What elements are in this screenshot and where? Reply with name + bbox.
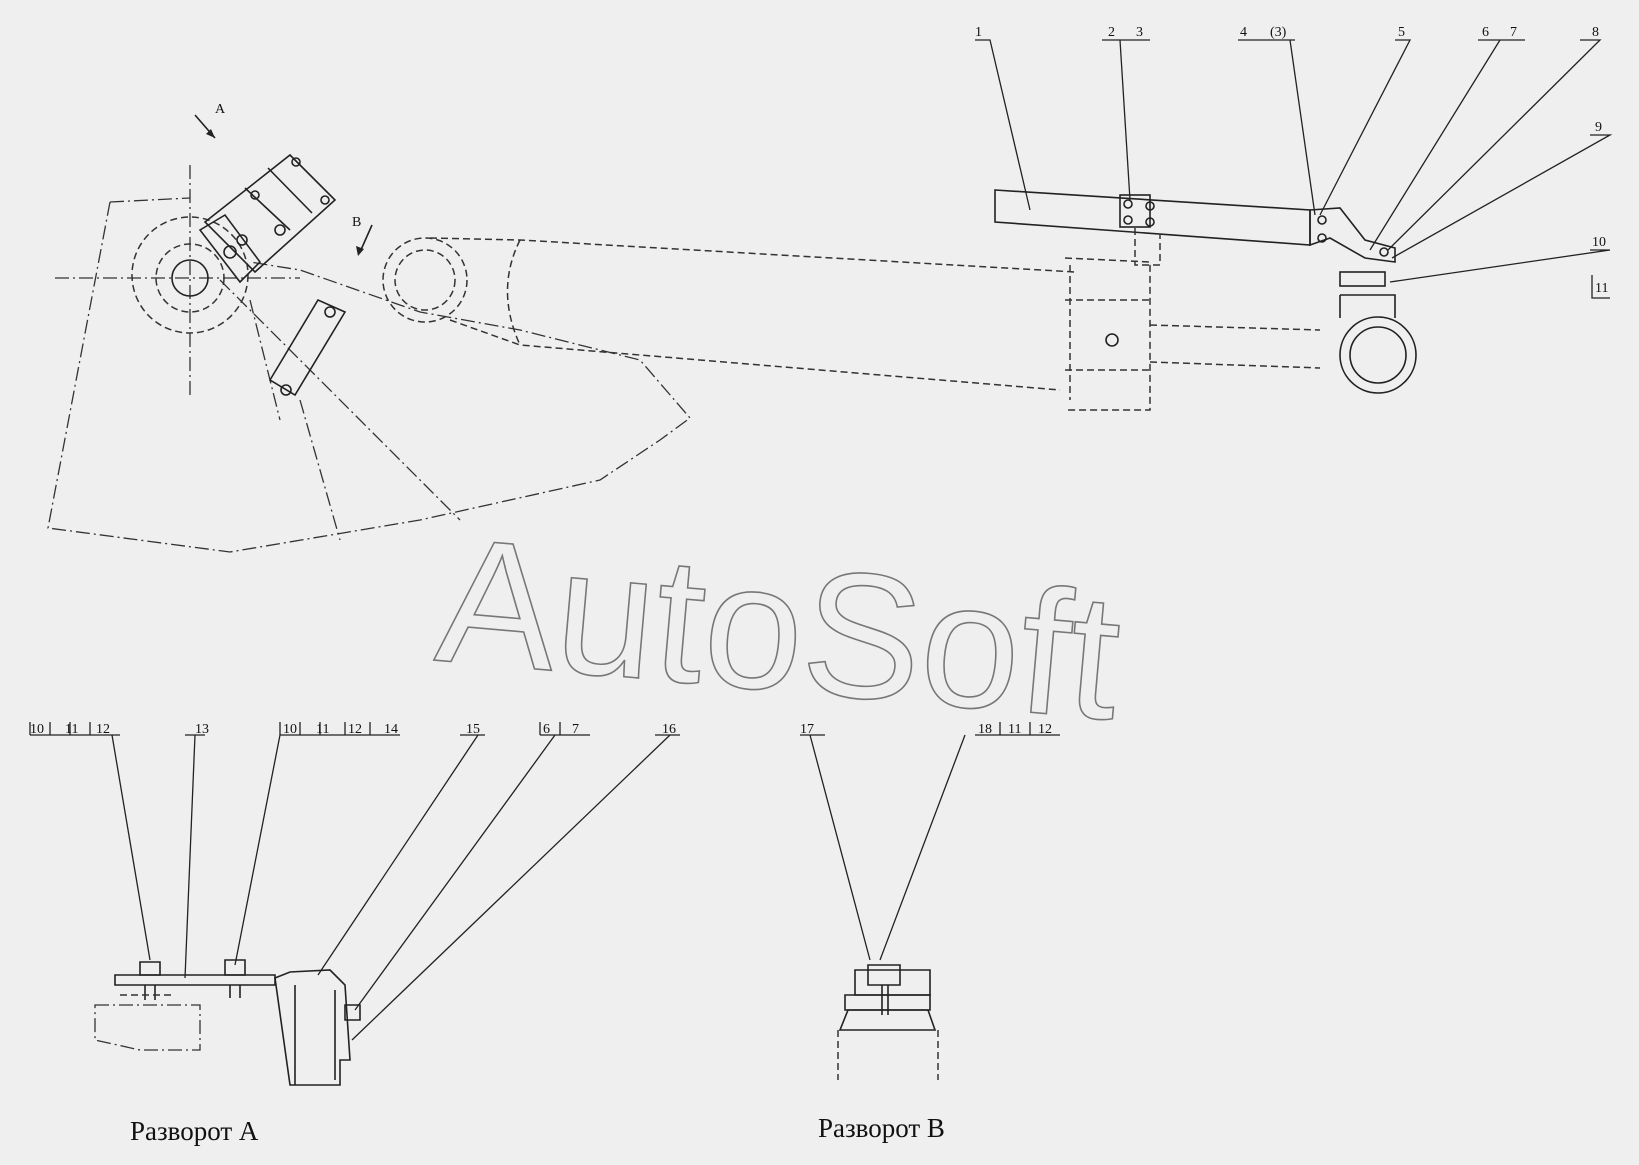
callout-b-18: 18	[978, 722, 992, 737]
callout-a-12b: 12	[348, 722, 362, 737]
callout-a-10: 10	[30, 722, 44, 737]
view-arrow-a	[194, 114, 216, 139]
sensor-bracket	[198, 153, 337, 284]
callout-a-14: 14	[384, 722, 398, 737]
callout-6: 6	[1482, 25, 1489, 40]
callout-a-11: 11	[65, 722, 78, 737]
callout-a-13: 13	[195, 722, 209, 737]
callout-8: 8	[1592, 25, 1599, 40]
end-bracket	[1309, 207, 1396, 287]
callout-5: 5	[1398, 25, 1405, 40]
callout-1: 1	[975, 25, 982, 40]
callout-a-16: 16	[662, 722, 676, 737]
callout-a-15: 15	[466, 722, 480, 737]
pivot-inner	[155, 243, 225, 313]
callout-10: 10	[1592, 235, 1606, 250]
callout-a-6: 6	[543, 722, 550, 737]
view-b-caption: Разворот В	[818, 1113, 945, 1143]
view-b-marker: B	[352, 215, 361, 230]
callout-a-11b: 11	[316, 722, 329, 737]
view-a-marker: A	[215, 102, 226, 117]
callout-4-ref: (3)	[1270, 25, 1287, 40]
main-view: A B	[47, 25, 1613, 553]
frame-inner-line	[219, 279, 461, 541]
view-b: 17 18 11 12 Разворот В	[800, 722, 1060, 1143]
callout-a-10b: 10	[283, 722, 297, 737]
main-leaders	[975, 39, 1613, 299]
watermark: AutoSoft	[430, 500, 1128, 758]
callout-b-17: 17	[800, 722, 814, 737]
lever-plate	[268, 298, 347, 397]
frame-outline	[47, 197, 691, 553]
callout-11: 11	[1595, 281, 1608, 296]
callout-3: 3	[1136, 25, 1143, 40]
callout-9: 9	[1595, 120, 1602, 135]
view-arrow-b	[356, 224, 373, 256]
callout-2: 2	[1108, 25, 1115, 40]
view-a-caption: Разворот А	[130, 1116, 259, 1146]
callout-b-11: 11	[1008, 722, 1021, 737]
hydraulic-cylinder	[382, 237, 1417, 411]
mounting-rail	[994, 189, 1311, 266]
callout-7: 7	[1510, 25, 1517, 40]
callout-b-12: 12	[1038, 722, 1052, 737]
view-a: 10 11 12 13 10 11 12 14 15 6 7 16 Развор…	[29, 722, 680, 1146]
callout-a-12: 12	[96, 722, 110, 737]
callout-a-7: 7	[572, 722, 579, 737]
pivot-bore	[171, 259, 209, 297]
callout-4: 4	[1240, 25, 1247, 40]
